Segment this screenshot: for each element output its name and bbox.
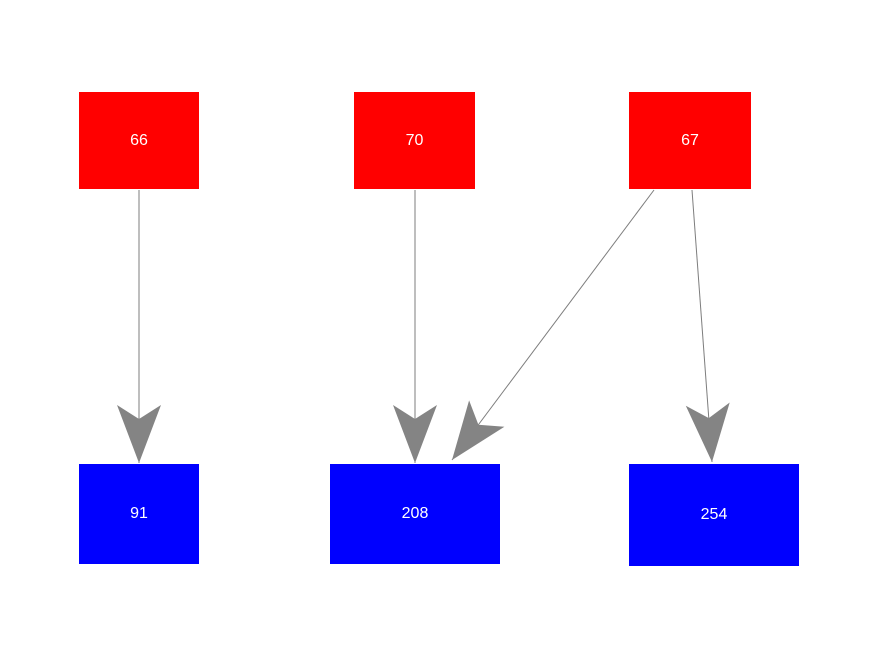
node-label: 67 bbox=[681, 131, 699, 149]
node-label: 70 bbox=[405, 131, 424, 149]
node-208: 208 bbox=[330, 464, 500, 564]
arrowhead-icon-66-to-91 bbox=[117, 405, 161, 463]
edge-line-67-to-208 bbox=[451, 189, 655, 461]
node-67: 67 bbox=[629, 92, 751, 189]
node-label: 91 bbox=[130, 505, 148, 522]
node-91: 91 bbox=[79, 464, 199, 564]
node-70: 70 bbox=[354, 92, 475, 189]
edge-line-67-to-254 bbox=[691, 189, 713, 463]
node-254: 254 bbox=[629, 464, 799, 566]
arrowhead-icon-67-to-254 bbox=[685, 402, 730, 462]
node-66: 66 bbox=[79, 92, 199, 189]
arrowhead-icon-67-to-208 bbox=[452, 400, 505, 460]
node-label: 208 bbox=[401, 505, 429, 522]
arrowhead-icon-70-to-208 bbox=[393, 405, 437, 463]
node-label: 66 bbox=[130, 131, 148, 149]
node-label: 254 bbox=[700, 506, 728, 523]
